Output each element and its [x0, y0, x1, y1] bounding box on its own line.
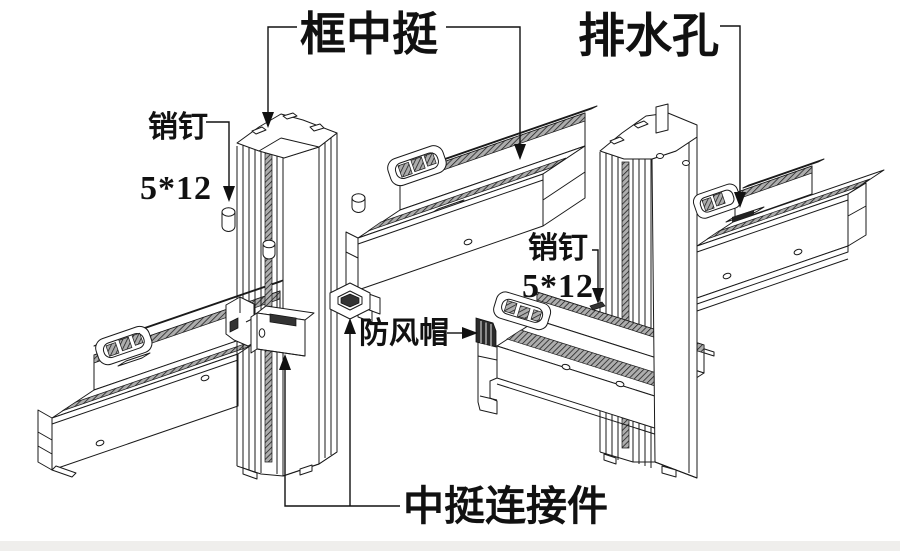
label-frame-mullion: 框中挺	[300, 9, 438, 60]
leader-lines	[206, 25, 746, 507]
drain-hole-slot	[725, 206, 765, 223]
right-horizontal-rail	[692, 158, 885, 312]
label-mullion-connector: 中挺连接件	[403, 483, 608, 529]
glazing-clip	[692, 183, 742, 219]
pin-cylinder	[221, 207, 236, 232]
middle-horizontal-rail	[345, 105, 598, 323]
pin-cylinder	[262, 239, 276, 260]
label-drain-hole: 排水孔	[578, 11, 719, 63]
pin-cylinder	[351, 193, 366, 213]
glazing-clip	[387, 145, 447, 187]
left-vertical-mullion	[236, 112, 338, 480]
mullion-connector-blocks	[225, 282, 371, 357]
right-vertical-mullion	[599, 103, 698, 479]
wind-cap	[475, 317, 497, 348]
label-pin-left-line1: 销钉	[148, 111, 208, 144]
label-pin-left-line2: 5*12	[140, 170, 212, 207]
label-wind-cap: 防风帽	[359, 317, 449, 350]
label-pin-right-line1: 销钉	[528, 232, 588, 265]
label-pin-right-line2: 5*12	[522, 268, 594, 305]
glazing-clip	[493, 291, 552, 331]
glazing-clip	[95, 325, 153, 366]
footer-strip	[0, 541, 900, 551]
